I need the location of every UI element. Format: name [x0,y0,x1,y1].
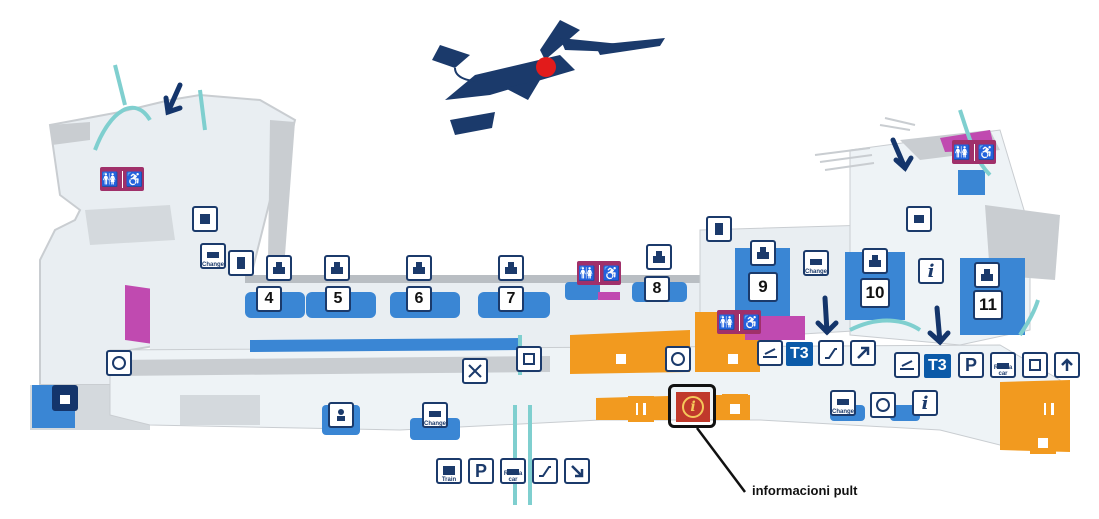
info-icon-1: i [918,258,944,284]
checkin-icon-7 [862,248,888,274]
direction-arrows [163,82,951,346]
escalator-icon-2 [818,340,844,366]
restaurant-icon-1 [628,396,654,422]
checkin-icon-3 [406,255,432,281]
restroom-sign-3: 🚻♿ [717,310,761,334]
shopping-icon-3 [722,394,748,420]
rent-a-car-label-2: Rent a car [993,365,1013,377]
currency-exchange-icon-3: Change [803,250,829,276]
info-icon-2: i [912,390,938,416]
parking-icon-2: P [958,352,984,378]
elevator-icon-1 [516,346,542,372]
currency-exchange-icon-1: Change [200,243,226,269]
gate-4: 4 [256,286,282,312]
road-lines [814,117,916,171]
change-label-3: Change [805,269,828,275]
currency-exchange-icon-4: Change [830,390,856,416]
checkin-icon-4 [498,255,524,281]
gate-7: 7 [498,286,524,312]
meeting-point-icon [462,358,488,384]
baggage-claim-icon [52,385,78,411]
arrow-up-right-icon [850,340,876,366]
plane-marker [536,57,556,77]
train-label: Train [441,477,457,483]
shopping-icon-4 [1030,428,1056,454]
terminal-3-sign-1: T3 [786,342,813,366]
terminal-3-sign-2: T3 [924,354,951,378]
checkin-icon-1 [266,255,292,281]
restaurant-icon-2 [1036,396,1062,422]
departures-icon-2 [894,352,920,378]
passport-control-icon-2 [706,216,732,242]
restroom-sign-2: 🚻♿ [577,261,621,285]
elevator-icon-2 [1022,352,1048,378]
gate-9: 9 [748,272,778,302]
gate-6: 6 [406,286,432,312]
gate-11: 11 [973,290,1003,320]
airplane-logo [432,20,665,135]
shopping-icon-2 [720,344,746,370]
departures-icon-1 [757,340,783,366]
information-desk-highlight [668,384,716,428]
information-desk-icon[interactable]: i [676,392,710,422]
checkin-icon-6 [750,240,776,266]
change-label-1: Change [202,262,225,268]
checkin-icon-8 [974,262,1000,288]
checkin-icon-5 [646,244,672,270]
restroom-sign-4: 🚻♿ [952,140,996,164]
change-label-2: Change [424,421,447,427]
restroom-sign-1: 🚻♿ [100,167,144,191]
lounge-area-2 [598,292,620,300]
checkin-icon-2 [324,255,350,281]
gate-10: 10 [860,278,890,308]
train-icon: Train [436,458,462,484]
escalator-icon-1 [532,458,558,484]
passport-control-icon [228,250,254,276]
arrow-up-icon [1054,352,1080,378]
arrow-down-right-icon [564,458,590,484]
prayer-room-icon [328,402,354,428]
parking-icon-1: P [468,458,494,484]
gate-8: 8 [644,276,670,302]
transfer-icon-1 [106,350,132,376]
rent-a-car-label-1: Rent a car [503,471,523,483]
transfer-icon-2 [665,346,691,372]
luggage-trolley-icon [906,206,932,232]
security-icon [192,206,218,232]
gate-5: 5 [325,286,351,312]
transfer-icon-3 [870,392,896,418]
currency-exchange-icon-2: Change [422,402,448,428]
change-label-4: Change [832,409,855,415]
information-desk-callout-label: informacioni pult [752,483,858,498]
rent-a-car-icon-1: Rent a car [500,458,526,484]
callout-pointer [696,427,746,493]
rent-a-car-icon-2: Rent a car [990,352,1016,378]
shopping-icon-1 [608,344,634,370]
